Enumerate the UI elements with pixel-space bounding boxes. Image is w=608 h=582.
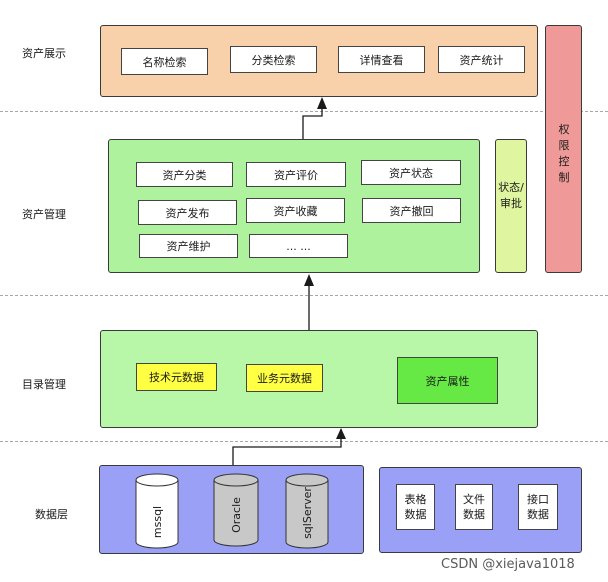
database-cylinder-mssql: mssql bbox=[135, 473, 179, 549]
database-label-mssql: mssql bbox=[151, 506, 164, 538]
asset-classification-box: 资产分类 bbox=[136, 162, 233, 187]
layer-label-display: 资产展示 bbox=[22, 47, 66, 60]
asset-statistics-box: 资产统计 bbox=[438, 46, 525, 73]
technical-metadata-box: 技术元数据 bbox=[136, 363, 217, 391]
arrow-management-to-display-head bbox=[317, 97, 327, 109]
database-cylinder-oracle: Oracle bbox=[213, 473, 259, 547]
layer-label-management: 资产管理 bbox=[22, 208, 66, 221]
watermark-text: CSDN @xiejava1018 bbox=[441, 557, 575, 572]
asset-withdraw-box: 资产撤回 bbox=[362, 198, 461, 223]
arrow-catalog-to-management-head bbox=[304, 274, 314, 286]
category-search-box: 分类检索 bbox=[230, 46, 317, 73]
layer-label-data: 数据层 bbox=[35, 508, 68, 521]
arrow-data-to-catalog bbox=[232, 429, 342, 465]
database-label-oracle: Oracle bbox=[230, 497, 243, 533]
arrow-management-to-display bbox=[302, 108, 323, 139]
more-items-box: ... ... bbox=[249, 234, 348, 258]
asset-publish-box: 资产发布 bbox=[138, 200, 237, 225]
file-data-box: 文件 数据 bbox=[455, 484, 493, 530]
interface-data-box: 接口 数据 bbox=[518, 484, 558, 530]
asset-maintenance-box: 资产维护 bbox=[139, 234, 238, 258]
permission-control-label: 权限控制 bbox=[558, 123, 570, 184]
detail-view-box: 详情查看 bbox=[338, 46, 425, 73]
asset-evaluation-box: 资产评价 bbox=[246, 162, 346, 187]
layer-divider bbox=[0, 295, 608, 296]
status-approval-label: 状态/审批 bbox=[498, 181, 524, 210]
asset-attributes-box: 资产属性 bbox=[397, 357, 498, 404]
business-metadata-box: 业务元数据 bbox=[246, 364, 323, 392]
name-search-box: 名称检索 bbox=[121, 48, 208, 75]
asset-status-box: 资产状态 bbox=[361, 160, 461, 185]
database-label-sqlserver: sqlServer bbox=[301, 487, 314, 539]
permission-control-panel bbox=[545, 25, 582, 273]
layer-label-catalog: 目录管理 bbox=[22, 378, 66, 391]
table-data-box: 表格 数据 bbox=[396, 484, 435, 530]
layer-divider bbox=[0, 111, 608, 112]
status-approval-panel bbox=[495, 139, 527, 273]
arrow-data-to-catalog-head bbox=[336, 428, 346, 439]
database-cylinder-sqlserver: sqlServer bbox=[285, 473, 329, 549]
asset-favorite-box: 资产收藏 bbox=[246, 198, 345, 223]
layer-divider bbox=[0, 441, 608, 442]
